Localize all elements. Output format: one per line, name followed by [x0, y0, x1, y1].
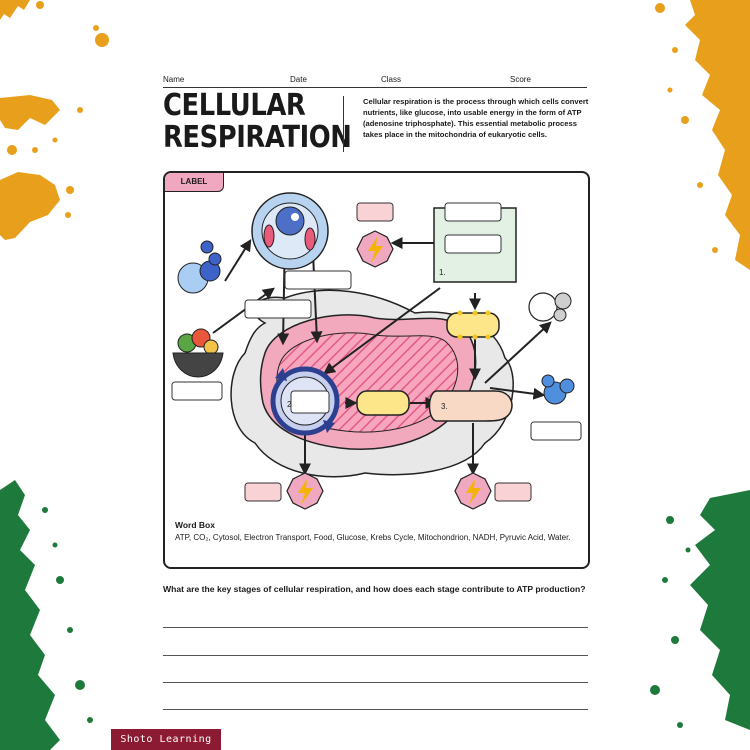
electron-carrier-top	[446, 310, 500, 340]
green-splatter-bottom-right	[650, 490, 750, 730]
label-box-atp-top	[356, 202, 394, 222]
label-box-krebs	[290, 390, 330, 414]
score-label: Score	[510, 75, 531, 84]
label-box-food	[171, 381, 223, 401]
label-tag: LABEL	[165, 173, 224, 192]
label-box-atp-bottom-right	[494, 482, 532, 502]
electron-carrier-middle	[356, 390, 410, 416]
atp-icon-top	[356, 230, 394, 268]
step-label-1: 1.	[439, 268, 446, 277]
label-box-glucose	[244, 299, 312, 319]
date-label: Date	[290, 75, 307, 84]
water-icon	[541, 374, 575, 405]
orange-splatter-top-right	[655, 0, 750, 270]
atp-icon-bottom-left	[286, 472, 324, 510]
electron-transport-shape	[428, 390, 513, 422]
green-splatter-bottom-left	[0, 480, 93, 750]
atp-icon-bottom-right	[454, 472, 492, 510]
class-label: Class	[381, 75, 402, 84]
title-line-2: RESPIRATION	[163, 120, 352, 155]
label-box-water	[530, 421, 582, 441]
intro-paragraph: Cellular respiration is the process thro…	[363, 97, 589, 139]
answer-line[interactable]	[163, 627, 588, 628]
co2-icon	[528, 292, 572, 322]
title-divider	[343, 96, 344, 152]
name-label: Name	[163, 75, 185, 84]
label-box-cell	[284, 270, 352, 290]
step-label-2: 2.	[287, 400, 294, 409]
label-box-atp-bottom-left	[244, 482, 282, 502]
word-box-text: ATP, CO₂, Cytosol, Electron Transport, F…	[175, 533, 571, 542]
orange-splatter-top-left	[0, 0, 109, 240]
word-box-title: Word Box	[175, 520, 215, 530]
answer-line[interactable]	[163, 682, 588, 683]
glucose-icon	[177, 240, 222, 294]
brand-badge: Shoto Learning	[111, 729, 221, 750]
page-title: CELLULAR RESPIRATION	[163, 88, 352, 155]
answer-line[interactable]	[163, 709, 588, 710]
label-box-glycolysis-bottom	[444, 234, 502, 254]
cellular-respiration-diagram: 1. 2. 3.	[171, 192, 582, 510]
label-box-glycolysis-top	[444, 202, 502, 222]
cell-icon	[251, 192, 329, 270]
diagram-panel: LABEL	[163, 171, 590, 569]
step-label-3: 3.	[441, 402, 448, 411]
title-line-1: CELLULAR	[163, 88, 306, 123]
answer-line[interactable]	[163, 655, 588, 656]
student-info-row: Name Date Class Score	[163, 75, 587, 88]
food-icon	[172, 328, 224, 378]
question-text: What are the key stages of cellular resp…	[163, 584, 586, 594]
